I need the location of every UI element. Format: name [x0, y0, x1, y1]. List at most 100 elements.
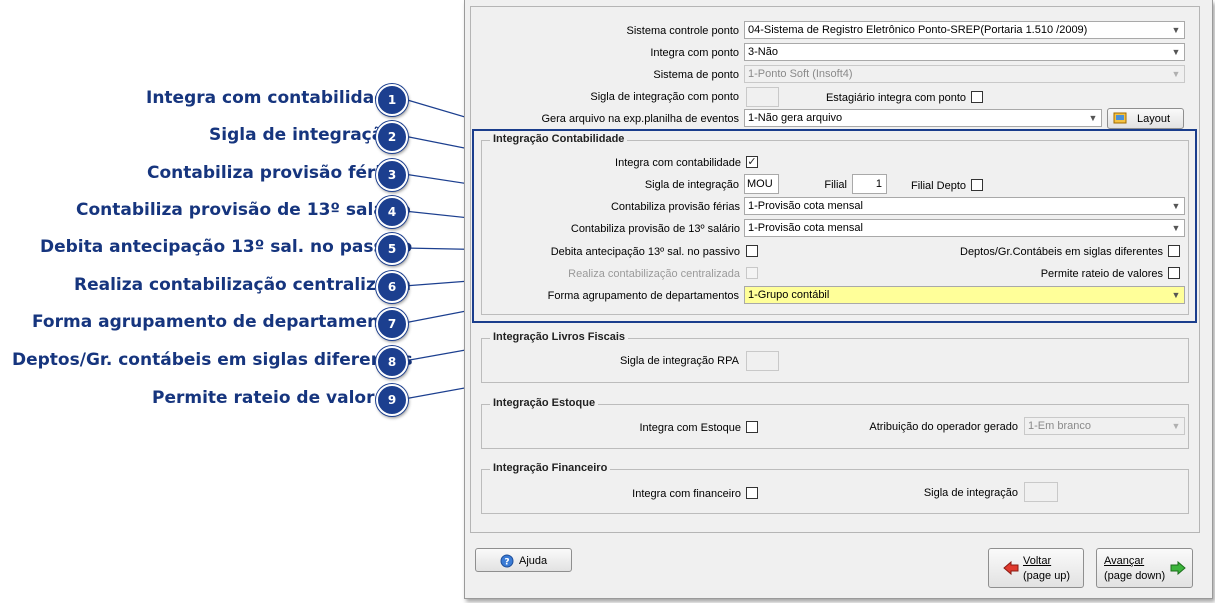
integration-panel — [470, 6, 1200, 533]
group-estoque-title: Integração Estoque — [490, 397, 599, 409]
sistema-controle-ponto-label: Sistema controle ponto — [626, 25, 739, 37]
filial-depto-checkbox[interactable] — [971, 179, 983, 191]
integra-contabilidade-checkbox[interactable]: ✓ — [746, 156, 758, 168]
sigla-financeiro-field[interactable] — [1024, 482, 1058, 502]
callout-badge-9: 9 — [376, 384, 408, 416]
provisao-ferias-select[interactable]: 1-Provisão cota mensal ▼ — [744, 197, 1185, 215]
callout-label-2: Sigla de integração — [209, 125, 395, 145]
provisao-13-select[interactable]: 1-Provisão cota mensal ▼ — [744, 219, 1185, 237]
integra-estoque-checkbox[interactable] — [746, 421, 758, 433]
sigla-integracao-label: Sigla de integração — [644, 179, 739, 191]
sistema-de-ponto-value: 1-Ponto Soft (Insoft4) — [748, 68, 853, 80]
chevron-down-icon: ▼ — [1171, 201, 1181, 211]
chevron-down-icon: ▼ — [1171, 290, 1181, 300]
callout-badge-5: 5 — [376, 233, 408, 265]
integra-com-ponto-label: Integra com ponto — [650, 47, 739, 59]
integra-estoque-label: Integra com Estoque — [639, 422, 741, 434]
chevron-down-icon: ▼ — [1171, 223, 1181, 233]
layout-button-label: Layout — [1137, 113, 1171, 125]
callout-badge-3: 3 — [376, 159, 408, 191]
voltar-button-label: Voltar — [1023, 555, 1052, 567]
provisao-ferias-value: 1-Provisão cota mensal — [748, 200, 863, 212]
deptos-siglas-checkbox[interactable] — [1168, 245, 1180, 257]
filial-label: Filial — [824, 179, 847, 191]
sigla-integracao-ponto-label: Sigla de integração com ponto — [590, 91, 739, 103]
rateio-label: Permite rateio de valores — [1040, 268, 1163, 280]
svg-text:?: ? — [504, 558, 509, 568]
callout-label-4: Contabiliza provisão de 13º salário — [76, 200, 411, 220]
rateio-checkbox[interactable] — [1168, 267, 1180, 279]
debita-antecipacao-checkbox[interactable] — [746, 245, 758, 257]
group-contabilidade-title: Integração Contabilidade — [490, 133, 628, 145]
gera-arquivo-select[interactable]: 1-Não gera arquivo ▼ — [744, 109, 1102, 127]
provisao-13-label: Contabiliza provisão de 13º salário — [570, 223, 740, 235]
sistema-de-ponto-select[interactable]: 1-Ponto Soft (Insoft4) ▼ — [744, 65, 1185, 83]
gera-arquivo-value: 1-Não gera arquivo — [748, 112, 843, 124]
arrow-left-icon — [1003, 560, 1019, 576]
provisao-ferias-label: Contabiliza provisão férias — [610, 201, 740, 213]
group-estoque: Integração Estoque — [481, 397, 1189, 449]
centralizada-label: Realiza contabilização centralizada — [568, 268, 740, 280]
integra-financeiro-checkbox[interactable] — [746, 487, 758, 499]
sistema-controle-ponto-select[interactable]: 04-Sistema de Registro Eletrônico Ponto-… — [744, 21, 1185, 39]
group-financeiro-title: Integração Financeiro — [490, 462, 611, 474]
chevron-down-icon: ▼ — [1171, 69, 1181, 79]
forma-agrupamento-label: Forma agrupamento de departamentos — [547, 290, 739, 302]
callout-label-8: Deptos/Gr. contábeis em siglas diferente… — [12, 350, 413, 370]
callout-label-7: Forma agrupamento de departamentos — [32, 312, 410, 332]
estagiario-label: Estagiário integra com ponto — [825, 92, 966, 104]
voltar-button-hint: (page up) — [1023, 570, 1071, 582]
sistema-controle-ponto-value: 04-Sistema de Registro Eletrônico Ponto-… — [748, 24, 1088, 36]
callout-label-6: Realiza contabilização centralizada — [74, 275, 412, 295]
sigla-rpa-field[interactable] — [746, 351, 779, 371]
callout-badge-6: 6 — [376, 271, 408, 303]
help-icon: ? — [500, 554, 514, 568]
integra-com-ponto-value: 3-Não — [748, 46, 778, 58]
arrow-right-icon — [1170, 560, 1186, 576]
callout-badge-7: 7 — [376, 308, 408, 340]
callout-label-5: Debita antecipação 13º sal. no passivo — [40, 237, 413, 257]
atribuicao-operador-select[interactable]: 1-Em branco ▼ — [1024, 417, 1185, 435]
callout-badge-4: 4 — [376, 196, 408, 228]
centralizada-checkbox[interactable] — [746, 267, 758, 279]
callout-label-1: Integra com contabilidade — [146, 88, 398, 108]
callout-badge-2: 2 — [376, 121, 408, 153]
forma-agrupamento-select[interactable]: 1-Grupo contábil ▼ — [744, 286, 1185, 304]
chevron-down-icon: ▼ — [1171, 421, 1181, 431]
sigla-rpa-label: Sigla de integração RPA — [619, 355, 739, 367]
callout-badge-1: 1 — [376, 84, 408, 116]
callout-label-3: Contabiliza provisão férias — [147, 163, 403, 183]
provisao-13-value: 1-Provisão cota mensal — [748, 222, 863, 234]
filial-field[interactable]: 1 — [852, 174, 887, 194]
deptos-siglas-label: Deptos/Gr.Contábeis em siglas diferentes — [960, 246, 1163, 258]
chevron-down-icon: ▼ — [1088, 113, 1098, 123]
integra-contabilidade-label: Integra com contabilidade — [615, 157, 741, 169]
integra-financeiro-label: Integra com financeiro — [632, 488, 741, 500]
layout-icon — [1113, 111, 1127, 125]
chevron-down-icon: ▼ — [1171, 47, 1181, 57]
ajuda-button-label: Ajuda — [519, 555, 548, 567]
ajuda-button[interactable]: ? Ajuda — [475, 548, 572, 572]
integra-com-ponto-select[interactable]: 3-Não ▼ — [744, 43, 1185, 61]
voltar-button[interactable]: Voltar (page up) — [988, 548, 1084, 588]
forma-agrupamento-value: 1-Grupo contábil — [748, 289, 830, 301]
sistema-de-ponto-label: Sistema de ponto — [653, 69, 739, 81]
group-financeiro: Integração Financeiro — [481, 462, 1189, 514]
highlight-frame — [472, 129, 1197, 323]
chevron-down-icon: ▼ — [1171, 25, 1181, 35]
group-livros-fiscais: Integração Livros Fiscais — [481, 331, 1189, 383]
estagiario-checkbox[interactable] — [971, 91, 983, 103]
sigla-integracao-ponto-field[interactable] — [746, 87, 779, 107]
atribuicao-operador-label: Atribuição do operador gerado — [869, 421, 1018, 433]
avancar-button-label: Avançar — [1104, 555, 1145, 567]
group-livros-fiscais-title: Integração Livros Fiscais — [490, 331, 629, 343]
callout-label-9: Permite rateio de valores — [152, 388, 397, 408]
sigla-financeiro-label: Sigla de integração — [923, 487, 1018, 499]
atribuicao-operador-value: 1-Em branco — [1028, 420, 1091, 432]
debita-antecipacao-label: Debita antecipação 13º sal. no passivo — [550, 246, 740, 258]
layout-button[interactable]: Layout — [1107, 108, 1184, 129]
avancar-button[interactable]: Avançar (page down) — [1096, 548, 1193, 588]
callout-badge-8: 8 — [376, 346, 408, 378]
sigla-integracao-field[interactable]: MOU — [744, 174, 779, 194]
gera-arquivo-label: Gera arquivo na exp.planilha de eventos — [541, 113, 739, 125]
